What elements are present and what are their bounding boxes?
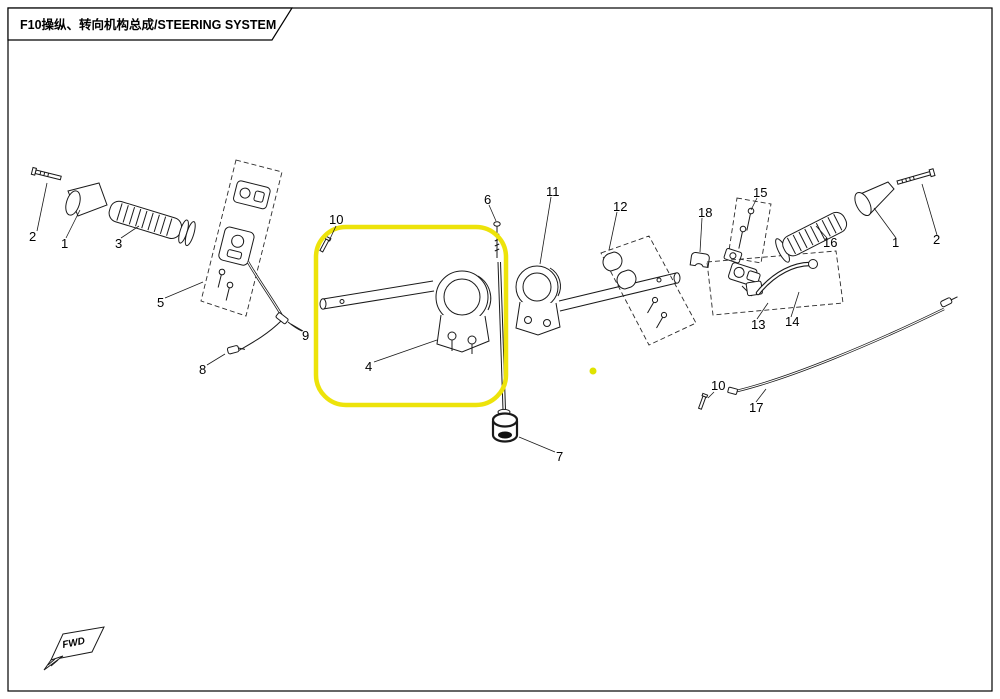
clamp-halves-set-drawing[interactable] bbox=[600, 235, 697, 346]
fwd-label: FWD bbox=[61, 636, 85, 651]
part-label-14[interactable]: 14 bbox=[785, 314, 799, 329]
handlebar-left-clamp-drawing[interactable] bbox=[319, 270, 492, 354]
handlebar-right-clamp-drawing[interactable] bbox=[515, 265, 561, 336]
pin-right-drawing[interactable] bbox=[697, 392, 709, 410]
part-label-15[interactable]: 15 bbox=[753, 185, 767, 200]
part-label-16[interactable]: 16 bbox=[823, 235, 837, 250]
part-label-1-right[interactable]: 1 bbox=[892, 235, 899, 250]
left-bar-end-bolt-drawing[interactable] bbox=[30, 166, 62, 182]
left-grip-drawing[interactable] bbox=[106, 197, 197, 247]
part-label-8[interactable]: 8 bbox=[199, 362, 206, 377]
fwd-marker: FWD bbox=[43, 626, 105, 671]
right-grip-drawing[interactable] bbox=[773, 207, 851, 264]
part-label-18[interactable]: 18 bbox=[698, 205, 712, 220]
part-label-17[interactable]: 17 bbox=[749, 400, 763, 415]
part-label-10-right[interactable]: 10 bbox=[711, 378, 725, 393]
handlebar-right-tube-drawing bbox=[558, 272, 681, 312]
right-bar-end-bolt-drawing[interactable] bbox=[896, 168, 936, 186]
cable-clip-drawing[interactable] bbox=[226, 344, 246, 355]
left-bar-end-cap-drawing[interactable] bbox=[63, 182, 108, 217]
part-labels: 2 1 3 5 10 8 9 4 6 11 12 7 18 15 16 1 2 … bbox=[29, 184, 940, 464]
part-label-3[interactable]: 3 bbox=[115, 236, 122, 251]
left-switch-assembly-drawing[interactable] bbox=[200, 159, 283, 317]
part-label-11[interactable]: 11 bbox=[546, 184, 560, 199]
part-label-2-left[interactable]: 2 bbox=[29, 229, 36, 244]
screw-set-drawing[interactable] bbox=[727, 197, 772, 264]
page-title: F10操纵、转向机构总成/STEERING SYSTEM bbox=[20, 17, 276, 32]
highlight-dot bbox=[589, 367, 597, 375]
part-label-9[interactable]: 9 bbox=[302, 328, 309, 343]
right-bar-end-cap-drawing[interactable] bbox=[852, 181, 895, 218]
hose-clamp-drawing[interactable] bbox=[689, 252, 710, 268]
part-label-5[interactable]: 5 bbox=[157, 295, 164, 310]
part-label-1-left[interactable]: 1 bbox=[61, 236, 68, 251]
part-label-12[interactable]: 12 bbox=[613, 199, 627, 214]
part-label-7[interactable]: 7 bbox=[556, 449, 563, 464]
title-block bbox=[7, 7, 294, 41]
part-label-10-left[interactable]: 10 bbox=[329, 212, 343, 227]
part-label-13[interactable]: 13 bbox=[751, 317, 765, 332]
switch-cable-drawing bbox=[237, 261, 303, 352]
leader-lines bbox=[36, 182, 938, 453]
part-label-2-right[interactable]: 2 bbox=[933, 232, 940, 247]
highlight-box bbox=[313, 224, 509, 408]
part-label-4[interactable]: 4 bbox=[365, 359, 372, 374]
brake-lever-drawing[interactable] bbox=[706, 250, 844, 316]
page-border bbox=[7, 7, 993, 692]
part-label-6[interactable]: 6 bbox=[484, 192, 491, 207]
throttle-cable-drawing[interactable] bbox=[727, 294, 959, 395]
